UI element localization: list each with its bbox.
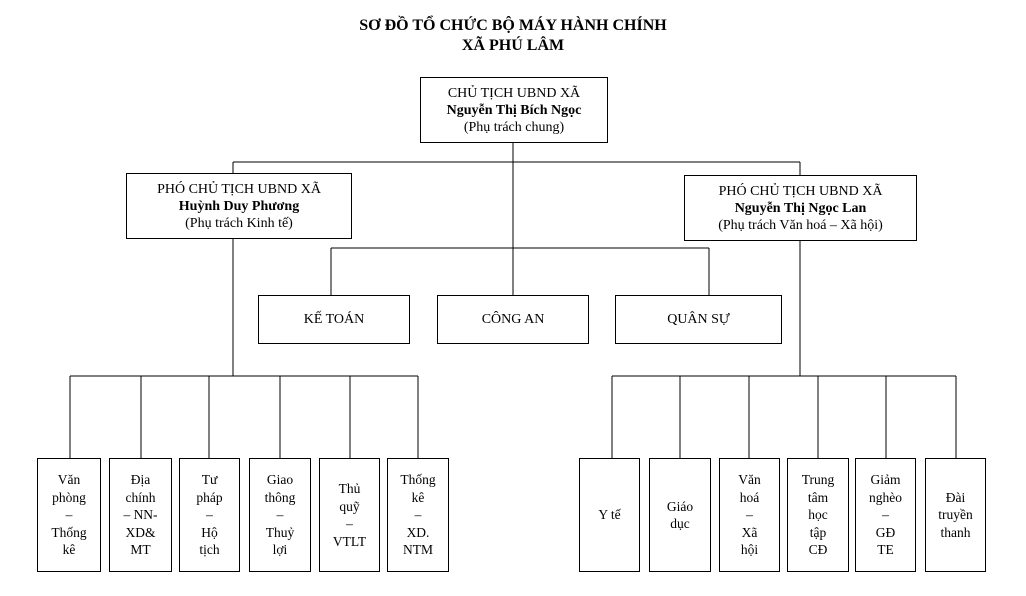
dept-label-line: Địa [130, 472, 151, 488]
dept-label-line: MT [130, 542, 151, 558]
dept-label-line: NTM [403, 542, 433, 558]
dept-label-line: GĐ [875, 524, 896, 540]
dept-label-line: XD& [125, 524, 156, 540]
dept-label-line: VTLT [332, 533, 367, 549]
dept-label-line: CĐ [808, 542, 828, 558]
vice-chairman-culture-box: PHÓ CHỦ TỊCH UBND XÃ Nguyễn Thị Ngọc Lan… [684, 175, 917, 241]
dept-education: Giáo dục [649, 458, 711, 572]
dept-label-line: thông [264, 489, 296, 505]
dept-label-line: – [65, 507, 73, 523]
unit-accounting: KẾ TOÁN [258, 295, 410, 344]
dept-label-line: Thống [51, 524, 87, 540]
dept-label-line: kê [62, 542, 76, 558]
chart-title-line-2: XÃ PHÚ LÂM [461, 37, 565, 54]
dept-statistics-new-rural: Thống kê – XD. NTM [387, 458, 449, 572]
unit-military: QUÂN SỰ [615, 295, 782, 344]
vice-chairman-economy-box: PHÓ CHỦ TỊCH UBND XÃ Huỳnh Duy Phương (P… [126, 173, 352, 239]
dept-label-line: Giảm [870, 472, 901, 488]
dept-label-line: Hộ [201, 524, 218, 540]
dept-label-line: Tư [201, 472, 218, 488]
chart-title-line-1: SƠ ĐỒ TỔ CHỨC BỘ MÁY HÀNH CHÍNH [359, 17, 667, 34]
dept-label-line: XD. [406, 524, 430, 540]
dept-label-line: Đài [945, 489, 966, 505]
dept-label-line: tâm [807, 489, 829, 505]
dept-label-line: chính [125, 489, 156, 505]
dept-land-construction-environment: Địa chính – NN- XD& MT [109, 458, 172, 572]
dept-label-line: – [206, 507, 213, 523]
dept-label-line: phòng [52, 489, 86, 505]
dept-label-line: Thủ [338, 481, 361, 496]
chairman-duty: (Phụ trách chung) [463, 119, 565, 135]
dept-label-line: kê [411, 489, 425, 505]
dept-label-line: Thống [400, 472, 436, 488]
dept-label-line: TE [877, 542, 894, 558]
dept-label-line: quỹ [339, 498, 360, 514]
chairman-name: Nguyễn Thị Bích Ngọc [446, 102, 582, 118]
dept-label-line: hội [740, 542, 759, 558]
dept-label-line: tập [809, 524, 827, 540]
dept-label-line: – [882, 507, 889, 523]
vice-left-duty: (Phụ trách Kinh tế) [185, 215, 293, 231]
dept-label-line: hoá [739, 489, 760, 505]
vice-left-name: Huỳnh Duy Phương [178, 198, 300, 214]
dept-label-line: học [808, 507, 828, 523]
dept-label-line: Văn [57, 472, 81, 488]
dept-label-line: dục [670, 516, 690, 531]
dept-label-line: nghèo [869, 489, 902, 505]
dept-label-line: Văn [738, 472, 761, 488]
dept-label-line: Trung [801, 472, 835, 488]
dept-office-statistics: Văn phòng – Thống kê [37, 458, 101, 572]
dept-label-line: truyền [938, 507, 973, 523]
dept-justice-civil-status: Tư pháp – Hộ tịch [179, 458, 240, 572]
dept-poverty-family-children: Giảm nghèo – GĐ TE [855, 458, 916, 572]
dept-label-line: – [414, 507, 422, 523]
dept-label-line: – [346, 516, 353, 531]
chairman-role: CHỦ TỊCH UBND XÃ [447, 85, 581, 101]
chairman-box: CHỦ TỊCH UBND XÃ Nguyễn Thị Bích Ngọc (P… [420, 77, 608, 143]
dept-label-line: thanh [940, 524, 971, 540]
dept-treasury-archives: Thủ quỹ – VTLT [319, 458, 380, 572]
dept-community-learning-center: Trung tâm học tập CĐ [787, 458, 849, 572]
vice-right-name: Nguyễn Thị Ngọc Lan [734, 200, 867, 216]
vice-left-role: PHÓ CHỦ TỊCH UBND XÃ [157, 181, 321, 197]
dept-label-line: tịch [199, 542, 220, 558]
unit-police: CÔNG AN [437, 295, 589, 344]
dept-label-line: Giao [266, 472, 294, 488]
vice-right-role: PHÓ CHỦ TỊCH UBND XÃ [718, 183, 883, 199]
dept-label-line: Giáo [666, 498, 694, 514]
dept-label-line: Y tế [598, 507, 621, 523]
dept-radio-station: Đài truyền thanh [925, 458, 986, 572]
vice-right-duty: (Phụ trách Văn hoá – Xã hội) [718, 217, 883, 233]
dept-label-line: pháp [196, 489, 223, 505]
dept-label-line: – [746, 507, 753, 523]
dept-culture-society: Văn hoá – Xã hội [719, 458, 780, 572]
dept-health: Y tế [579, 458, 640, 572]
dept-label-line: Xã [741, 524, 758, 540]
dept-label-line: lợi [272, 542, 288, 558]
dept-label-line: – NN- [123, 507, 158, 523]
dept-transport-irrigation: Giao thông – Thuỷ lợi [249, 458, 311, 572]
dept-label-line: Thuỷ [265, 524, 295, 540]
dept-label-line: – [276, 507, 284, 523]
